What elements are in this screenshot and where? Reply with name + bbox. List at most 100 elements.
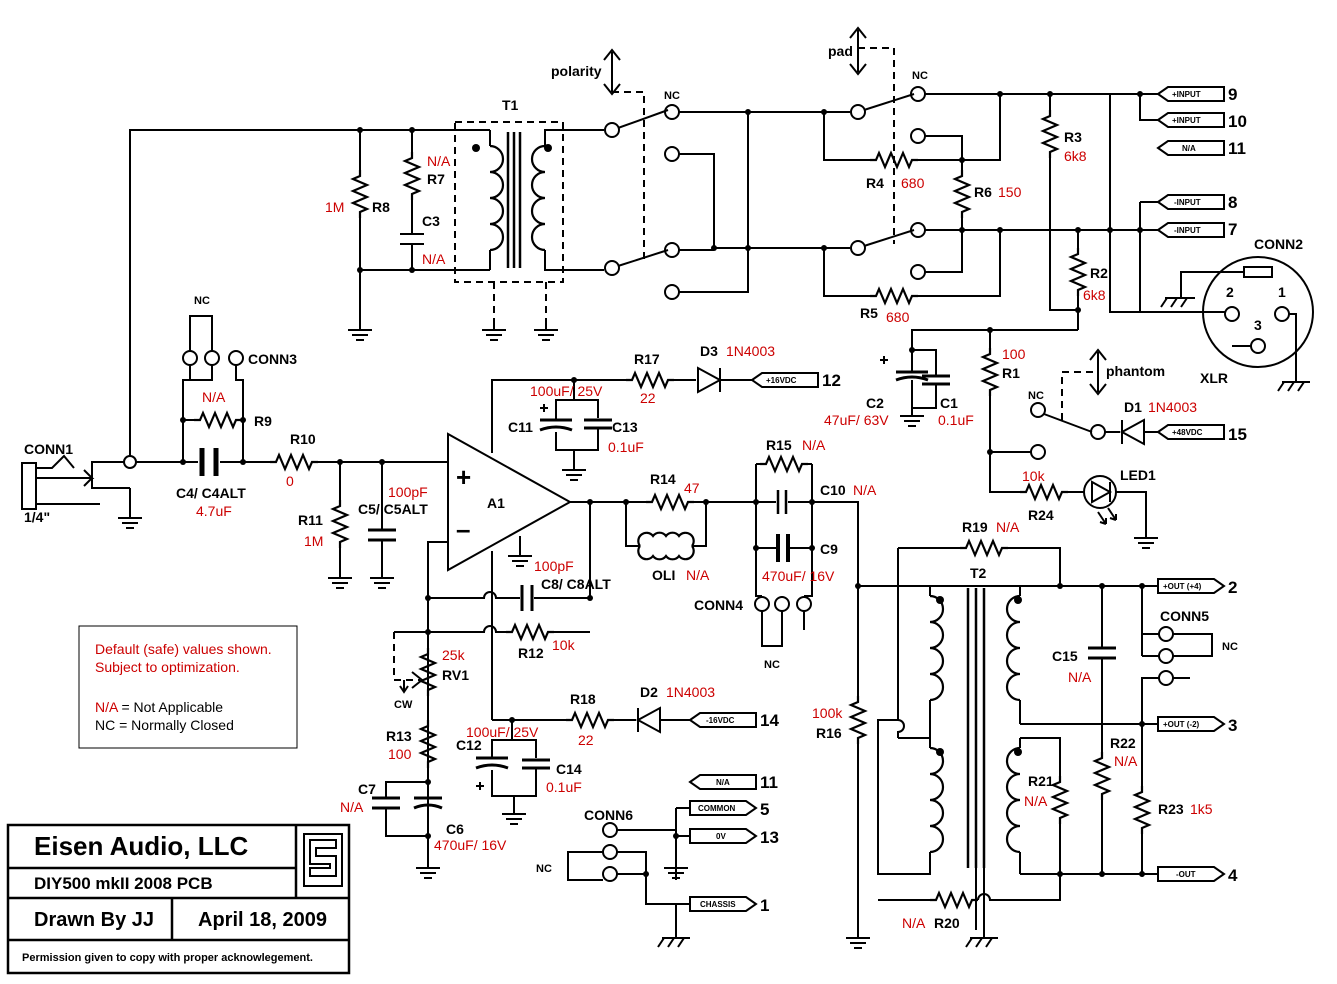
d3-value: 1N4003 (726, 343, 775, 359)
conn2-pin1: 1 (1278, 284, 1286, 300)
rv1-value: 25k (442, 647, 466, 663)
svg-text:-INPUT: -INPUT (1174, 226, 1201, 235)
svg-text:+OUT (-2): +OUT (-2) (1163, 720, 1200, 729)
c7-value: N/A (340, 799, 364, 815)
svg-text:+INPUT: +INPUT (1172, 116, 1201, 125)
r24-name: R24 (1028, 507, 1054, 523)
r23-value: 1k5 (1190, 801, 1213, 817)
pad-switch[interactable] (849, 26, 926, 280)
svg-text:2: 2 (1228, 578, 1237, 597)
svg-text:CHASSIS: CHASSIS (700, 900, 736, 909)
svg-text:COMMON: COMMON (698, 804, 736, 813)
phantom-switch[interactable] (987, 348, 1107, 460)
r1-value: 100 (1002, 346, 1026, 362)
conn5-nc: NC (1222, 641, 1238, 653)
svg-text:11: 11 (1228, 139, 1246, 158)
conn1-jack (21, 454, 143, 529)
drawing-date: April 18, 2009 (198, 909, 327, 931)
conn3-name: CONN3 (248, 351, 297, 367)
c10-name: C10 (820, 482, 846, 498)
flag-pin10: +INPUT 10 (1157, 112, 1247, 131)
r16-value: 100k (812, 705, 843, 721)
c4-name: C4/ C4ALT (176, 485, 246, 501)
r4-value: 680 (901, 175, 925, 191)
company-logo (303, 833, 343, 887)
r21-value: N/A (1024, 793, 1048, 809)
r19-name: R19 (962, 519, 988, 535)
svg-text:8: 8 (1228, 193, 1237, 212)
r7-value: N/A (427, 153, 451, 169)
output-section: 100k R16 (812, 519, 1238, 949)
r8-value: 1M (325, 199, 344, 215)
svg-text:+48VDC: +48VDC (1172, 428, 1203, 437)
t1-transformer (454, 121, 604, 341)
c12-value: 100uF/ 25V (466, 724, 539, 740)
polarity-switch[interactable] (603, 48, 680, 300)
c9-name: C9 (820, 541, 838, 557)
flag-pin7: -INPUT 7 (1157, 220, 1237, 239)
conn2-name: CONN2 (1254, 236, 1303, 252)
svg-text:-OUT: -OUT (1176, 870, 1196, 879)
conn1-size: 1/4" (24, 509, 50, 525)
svg-text:+OUT (+4): +OUT (+4) (1163, 582, 1202, 591)
svg-text:9: 9 (1228, 85, 1237, 104)
svg-text:0V: 0V (716, 832, 726, 841)
note-line1: Default (safe) values shown. (95, 641, 272, 657)
svg-text:5: 5 (760, 800, 769, 819)
r6-name: R6 (974, 184, 992, 200)
c13-value: 0.1uF (608, 439, 644, 455)
oli-value: N/A (686, 567, 710, 583)
c14-value: 0.1uF (546, 779, 582, 795)
r24-value: 10k (1022, 468, 1046, 484)
t1-name: T1 (502, 97, 519, 113)
phantom-label: phantom (1106, 363, 1165, 379)
c12-name: C12 (456, 737, 482, 753)
r10-value: 0 (286, 473, 294, 489)
r23-name: R23 (1158, 801, 1184, 817)
c5-name: C5/ C5ALT (358, 501, 428, 517)
svg-text:+INPUT: +INPUT (1172, 90, 1201, 99)
svg-text:1: 1 (760, 896, 769, 915)
project-name: DIY500 mkII 2008 PCB (34, 874, 213, 893)
flag-pin2: +OUT (+4) 2 (1157, 578, 1237, 597)
svg-text:+16VDC: +16VDC (766, 376, 797, 385)
r13-value: 100 (388, 746, 412, 762)
c15-value: N/A (1068, 669, 1092, 685)
c3-value: N/A (422, 251, 446, 267)
polarity-label: polarity (551, 63, 602, 79)
company-name: Eisen Audio, LLC (34, 831, 248, 861)
conn5-name: CONN5 (1160, 608, 1209, 624)
r6-value: 150 (998, 184, 1022, 200)
phantom-section: C2 47uF/ 63V C1 0.1uF 100 R1 10k R24 pha… (824, 327, 1197, 549)
amplifier-section: NC CONN3 N/A R9 C4/ C4ALT 4.7uF R10 0 R1… (176, 295, 877, 948)
conn2-pin2: 2 (1226, 284, 1234, 300)
svg-text:-INPUT: -INPUT (1174, 198, 1201, 207)
r7-name: R7 (427, 171, 445, 187)
rv1-cw: CW (394, 699, 413, 711)
r4-name: R4 (866, 175, 884, 191)
r5-name: R5 (860, 305, 878, 321)
c15-name: C15 (1052, 648, 1078, 664)
oli-name: OLI (652, 567, 675, 583)
svg-text:12: 12 (822, 371, 841, 390)
r11-name: R11 (298, 512, 323, 528)
svg-text:10: 10 (1228, 112, 1247, 131)
flag-pin8: -INPUT 8 (1157, 193, 1237, 212)
r22-value: N/A (1114, 753, 1138, 769)
flag-pin1: CHASSIS 1 (689, 896, 769, 915)
pad-label: pad (828, 43, 853, 59)
c6-name: C6 (446, 821, 464, 837)
led1-name: LED1 (1120, 467, 1156, 483)
svg-text:7: 7 (1228, 220, 1237, 239)
conn2-pin3: 3 (1254, 317, 1262, 333)
c6-value: 470uF/ 16V (434, 837, 507, 853)
svg-text:3: 3 (1228, 716, 1237, 735)
d3-name: D3 (700, 343, 718, 359)
t2-name: T2 (970, 565, 987, 581)
